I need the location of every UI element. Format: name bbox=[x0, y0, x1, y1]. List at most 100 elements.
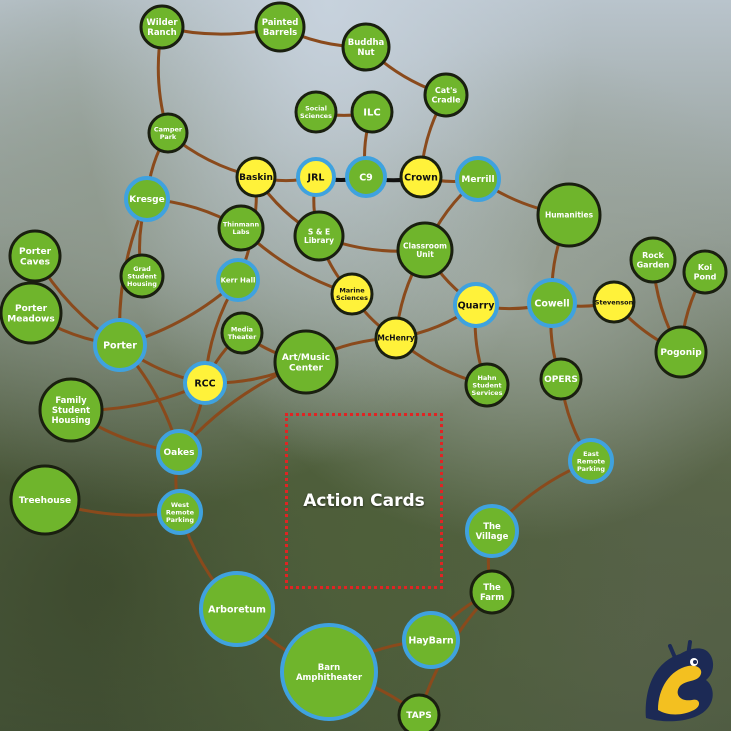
node-opers-label-0: OPERS bbox=[544, 375, 578, 385]
node-grad-student-housing-label-1: Student bbox=[127, 272, 156, 280]
node-rcc-circle bbox=[183, 361, 227, 405]
node-quarry-circle bbox=[453, 282, 499, 328]
node-ilc-label-0: ILC bbox=[363, 108, 380, 119]
node-family-student-housing-label-2: Housing bbox=[51, 416, 90, 426]
node-arboretum-circle bbox=[199, 571, 275, 647]
node-ilc[interactable]: ILC bbox=[350, 90, 394, 134]
node-camper-park-label-1: Park bbox=[160, 133, 177, 141]
node-rock-garden-circle bbox=[629, 236, 677, 284]
node-cowell-circle bbox=[527, 278, 577, 328]
node-the-farm-circle bbox=[469, 569, 515, 615]
node-porter-caves-label-1: Caves bbox=[20, 257, 50, 267]
node-stevenson[interactable]: Stevenson bbox=[592, 280, 636, 324]
node-jrl[interactable]: JRL bbox=[296, 157, 336, 197]
node-the-farm-label-0: The bbox=[483, 583, 501, 593]
node-the-farm-label-1: Farm bbox=[480, 593, 504, 603]
action-cards-deck[interactable]: Action Cards bbox=[285, 413, 443, 589]
node-porter-caves-label-0: Porter bbox=[19, 247, 52, 257]
node-grad-student-housing-circle bbox=[119, 253, 165, 299]
node-painted-barrels-circle bbox=[254, 1, 306, 53]
node-porter-label-0: Porter bbox=[103, 340, 137, 351]
node-c9[interactable]: C9 bbox=[345, 156, 387, 198]
node-haybarn[interactable]: HayBarn bbox=[402, 611, 460, 669]
node-cats-cradle-label-0: Cat's bbox=[435, 86, 458, 95]
node-quarry-label-0: Quarry bbox=[458, 300, 496, 311]
node-oakes[interactable]: Oakes bbox=[156, 429, 202, 475]
node-quarry[interactable]: Quarry bbox=[453, 282, 499, 328]
node-stevenson-circle bbox=[592, 280, 636, 324]
node-east-remote-parking-label-0: East bbox=[583, 450, 599, 458]
node-treehouse[interactable]: Treehouse bbox=[9, 464, 81, 536]
node-painted-barrels-label-1: Barrels bbox=[263, 28, 297, 38]
node-porter[interactable]: Porter bbox=[93, 318, 147, 372]
node-rcc[interactable]: RCC bbox=[183, 361, 227, 405]
node-hahn-student-services-label-2: Services bbox=[472, 389, 503, 397]
node-the-village-label-0: The bbox=[483, 522, 501, 532]
node-kresge-label-0: Kresge bbox=[129, 195, 164, 205]
node-kerr-hall[interactable]: Kerr Hall bbox=[216, 258, 260, 302]
node-west-remote-parking-label-1: Remote bbox=[166, 508, 195, 516]
node-west-remote-parking-label-0: West bbox=[171, 501, 189, 509]
node-grad-student-housing-label-0: Grad bbox=[133, 265, 151, 273]
node-koi-pond-label-0: Koi bbox=[698, 263, 713, 272]
node-art-music-center-label-1: Center bbox=[289, 363, 324, 373]
node-kresge[interactable]: Kresge bbox=[124, 176, 170, 222]
node-baskin[interactable]: Baskin bbox=[235, 156, 277, 198]
node-barn-amphitheater-circle bbox=[280, 623, 378, 721]
node-classroom-unit-label-0: Classroom bbox=[403, 241, 447, 250]
node-ilc-circle bbox=[350, 90, 394, 134]
node-koi-pond-circle bbox=[682, 249, 728, 295]
node-hahn-student-services-label-1: Student bbox=[472, 381, 501, 389]
node-merrill-label-0: Merrill bbox=[461, 175, 494, 185]
node-family-student-housing-circle bbox=[38, 377, 104, 443]
node-humanities-label-0: Humanities bbox=[545, 211, 594, 220]
node-c9-circle bbox=[345, 156, 387, 198]
node-social-sciences-circle bbox=[294, 90, 338, 134]
node-wilder-ranch-label-1: Ranch bbox=[147, 28, 176, 38]
node-mchenry[interactable]: McHenry bbox=[374, 316, 418, 360]
node-arboretum[interactable]: Arboretum bbox=[199, 571, 275, 647]
node-kerr-hall-circle bbox=[216, 258, 260, 302]
node-humanities[interactable]: Humanities bbox=[536, 182, 602, 248]
node-opers-circle bbox=[539, 357, 583, 401]
node-east-remote-parking-circle bbox=[568, 438, 614, 484]
node-mchenry-circle bbox=[374, 316, 418, 360]
node-merrill[interactable]: Merrill bbox=[455, 156, 501, 202]
node-koi-pond-label-1: Pond bbox=[694, 272, 717, 281]
node-art-music-center-circle bbox=[273, 329, 339, 395]
node-cowell[interactable]: Cowell bbox=[527, 278, 577, 328]
node-opers[interactable]: OPERS bbox=[539, 357, 583, 401]
node-taps-circle bbox=[397, 693, 441, 731]
node-cats-cradle-label-1: Cradle bbox=[431, 95, 461, 104]
node-crown[interactable]: Crown bbox=[399, 155, 443, 199]
node-pogonip[interactable]: Pogonip bbox=[654, 325, 708, 379]
node-taps[interactable]: TAPS bbox=[397, 693, 441, 731]
